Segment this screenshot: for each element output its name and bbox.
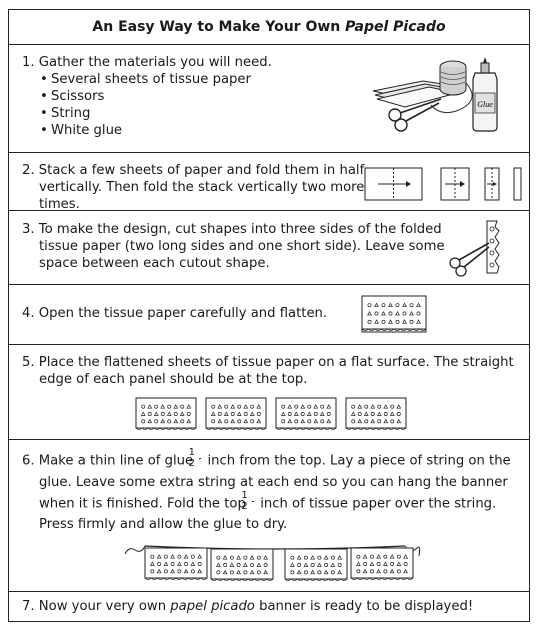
papel-picado-panel [345, 397, 407, 430]
step-1-text: 1. Gather the materials you will need. [22, 55, 272, 70]
folding-diagram [364, 167, 522, 201]
papel-picado-italic: papel picado [170, 599, 255, 614]
material-item: Scissors [39, 88, 299, 105]
papel-picado-panel [275, 397, 337, 430]
material-item: String [39, 105, 299, 122]
step-6-part-1: 6. Make a thin line of glue [22, 453, 198, 469]
step-4-text: 4. Open the tissue paper carefully and f… [22, 306, 328, 321]
flattened-panel [361, 295, 427, 333]
papel-picado-panel [205, 397, 267, 430]
step-3-text: 3. To make the design, cut shapes into t… [22, 222, 445, 271]
step-1: 1. Gather the materials you will need. S… [9, 45, 529, 153]
material-item: White glue [39, 122, 299, 139]
papel-picado-panel [284, 548, 348, 581]
title-text: An Easy Way to Make Your Own [92, 19, 346, 35]
glue-label: Glue [477, 100, 493, 109]
step-6-part-2: inch from the top. Lay a piece of string… [39, 453, 511, 512]
step-6-part-3: inch of tissue paper over the string. Pr… [39, 496, 497, 532]
step-2: 2. Stack a few sheets of paper and fold … [9, 153, 529, 212]
panels-row [135, 397, 407, 430]
instructions-document: An Easy Way to Make Your Own Papel Picad… [8, 9, 530, 622]
banner-illustration [124, 545, 421, 581]
step-3: 3. To make the design, cut shapes into t… [9, 211, 529, 285]
step-7-text: 7. Now your very own papel picado banner… [22, 599, 474, 614]
title-italic-text: Papel Picado [345, 19, 446, 35]
document-title: An Easy Way to Make Your Own Papel Picad… [9, 10, 529, 45]
papel-picado-panel [135, 397, 197, 430]
step-5: 5. Place the flattened sheets of tissue … [9, 345, 529, 440]
materials-illustration: Glue [372, 57, 498, 132]
papel-picado-panel [144, 547, 208, 580]
materials-list: Several sheets of tissue paper Scissors … [39, 71, 299, 139]
step-5-text: 5. Place the flattened sheets of tissue … [22, 355, 514, 387]
step-2-text: 2. Stack a few sheets of paper and fold … [22, 163, 365, 212]
material-item: Several sheets of tissue paper [39, 71, 299, 88]
cutting-illustration [449, 220, 500, 277]
papel-picado-panel [210, 548, 274, 581]
step-7: 7. Now your very own papel picado banner… [9, 592, 529, 621]
papel-picado-panel [350, 547, 414, 580]
papel-picado-panel [361, 295, 427, 331]
step-4: 4. Open the tissue paper carefully and f… [9, 285, 529, 345]
